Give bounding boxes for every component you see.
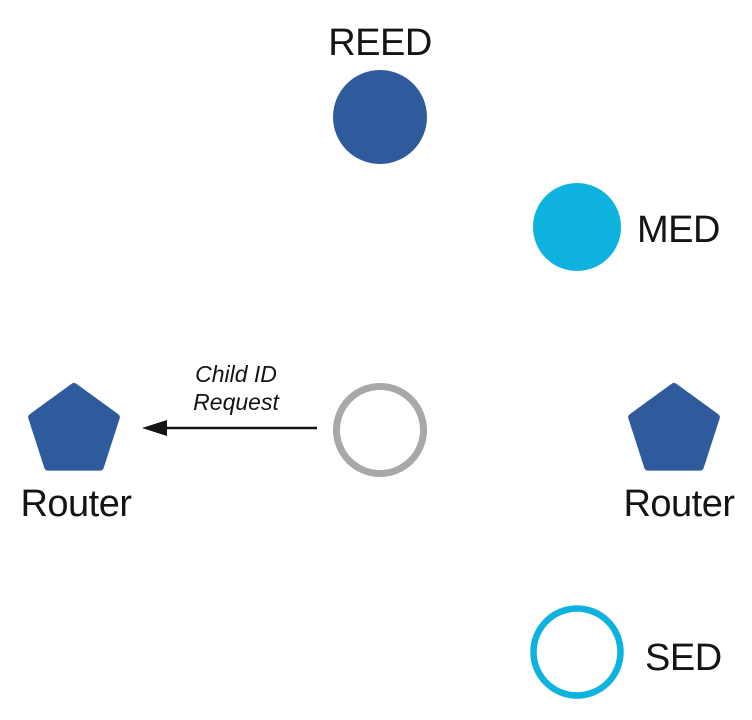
child-id-request-arrowhead-icon <box>142 420 167 436</box>
sed-label: SED <box>645 637 722 679</box>
router-left-label: Router <box>20 483 132 525</box>
sed-node-circle <box>530 605 624 699</box>
router-right-label: Router <box>623 483 735 525</box>
joiner-node-circle <box>333 383 427 477</box>
router-right-pentagon <box>628 383 720 471</box>
med-label: MED <box>637 209 720 251</box>
reed-label: REED <box>328 22 432 64</box>
med-node-circle <box>533 183 621 271</box>
router-left-pentagon <box>28 383 120 471</box>
reed-node-circle <box>333 70 427 164</box>
child-id-request-label-line2: Request <box>193 389 279 415</box>
child-id-request-label: Child ID Request <box>193 360 279 416</box>
child-id-request-label-line1: Child ID <box>195 361 277 387</box>
